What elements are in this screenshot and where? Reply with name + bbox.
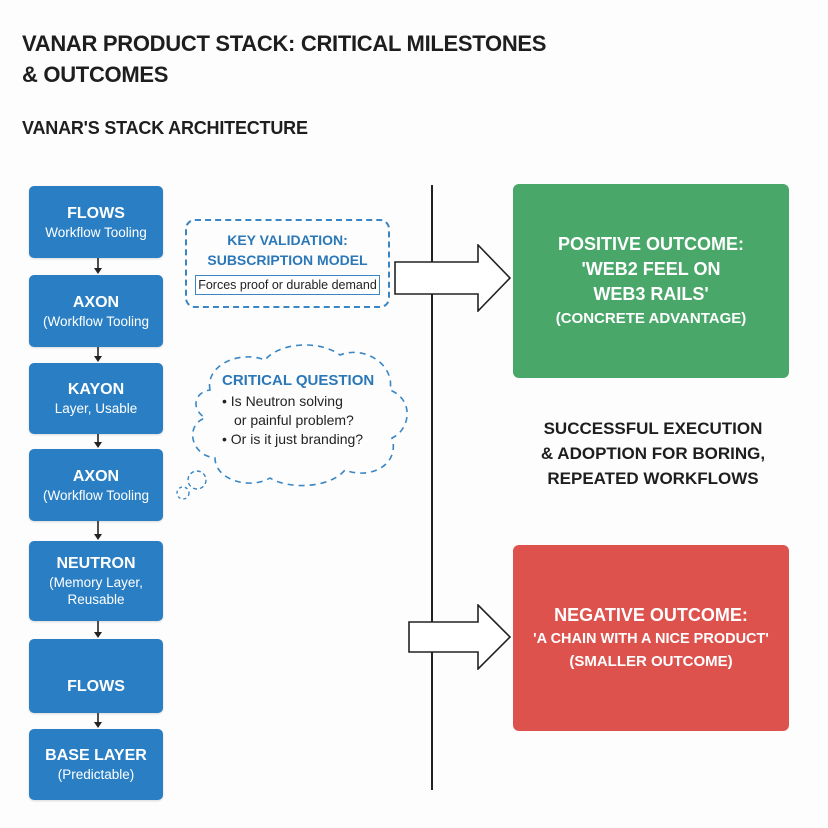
validation-title-2: SUBSCRIPTION MODEL (207, 252, 368, 268)
title-line-2: & OUTCOMES (22, 62, 169, 87)
stack-box-neutron: NEUTRON (Memory Layer, Reusable (29, 541, 163, 621)
stack-box-kayon: KAYON Layer, Usable (29, 363, 163, 434)
negative-outcome-quote: 'A CHAIN WITH A NICE PRODUCT' (533, 631, 769, 647)
stack-box-desc: Layer, Usable (54, 401, 138, 416)
section-subtitle: VANAR'S STACK ARCHITECTURE (22, 118, 308, 138)
down-arrow-icon (94, 347, 102, 362)
thought-bubble-dot (187, 470, 207, 490)
stack-box-desc: (Predictable) (57, 767, 135, 782)
critical-question-title: CRITICAL QUESTION (222, 372, 375, 389)
negative-outcome-box: NEGATIVE OUTCOME: 'A CHAIN WITH A NICE P… (513, 545, 789, 731)
down-arrow-icon (94, 521, 102, 540)
key-validation-callout: KEY VALIDATION: SUBSCRIPTION MODEL Force… (185, 219, 390, 308)
stack-box-desc: (Memory Layer, (49, 575, 143, 590)
down-arrow-icon (94, 258, 102, 274)
stack-box-name: AXON (72, 293, 120, 311)
stack-box-base-layer: BASE LAYER (Predictable) (29, 729, 163, 800)
stack-box-name: NEUTRON (56, 555, 136, 572)
right-block-arrow-icon (394, 244, 512, 312)
stack-box-name: AXON (72, 467, 120, 485)
bullet-text-cont: or painful problem? (234, 412, 354, 428)
positive-outcome-title: POSITIVE OUTCOME: (557, 233, 744, 254)
stack-box-name: BASE LAYER (45, 747, 147, 764)
thought-bubble-dot (176, 486, 190, 500)
down-arrow-icon (94, 621, 102, 638)
validation-body: Forces proof or durable demand (195, 275, 380, 295)
stack-box-desc-2: Reusable (67, 592, 125, 607)
stack-box-flows-2: FLOWS (29, 639, 163, 713)
vertical-divider (431, 185, 433, 790)
thought-cloud-shape (176, 344, 408, 500)
execution-line-1: SUCCESSFUL EXECUTION (543, 419, 763, 438)
stack-box-axon: AXON (Workflow Tooling (29, 275, 163, 347)
stack-box-axon-2: AXON (Workflow Tooling (29, 449, 163, 521)
bullet-text: Or is it just branding? (230, 431, 364, 447)
question-bullet: • Or is it just branding? (222, 431, 364, 447)
execution-condition-text: SUCCESSFUL EXECUTION & ADOPTION FOR BORI… (528, 416, 778, 491)
bullet-text: Is Neutron solving (230, 393, 343, 409)
stack-box-name: FLOWS (67, 678, 125, 695)
stack-box-name: FLOWS (67, 204, 125, 222)
title-line-1: VANAR PRODUCT STACK: CRITICAL MILESTONES (22, 31, 547, 56)
positive-outcome-box: POSITIVE OUTCOME: 'WEB2 FEEL ON WEB3 RAI… (513, 184, 789, 378)
negative-outcome-note: (SMALLER OUTCOME) (569, 653, 733, 670)
down-arrow-icon (94, 713, 102, 728)
positive-outcome-quote-2: WEB3 RAILS' (593, 283, 709, 304)
negative-outcome-title: NEGATIVE OUTCOME: (554, 605, 748, 625)
positive-outcome-quote-1: 'WEB2 FEEL ON (581, 258, 721, 279)
positive-outcome-note: (CONCRETE ADVANTAGE) (555, 309, 747, 327)
execution-line-3: REPEATED WORKFLOWS (547, 469, 759, 488)
stack-box-desc: (Workflow Tooling (42, 487, 150, 503)
page-title: VANAR PRODUCT STACK: CRITICAL MILESTONES… (22, 28, 622, 90)
stack-box-name: KAYON (67, 381, 125, 398)
down-arrow-icon (94, 434, 102, 448)
validation-title-1: KEY VALIDATION: (227, 232, 348, 248)
right-block-arrow-icon (408, 604, 512, 670)
stack-box-desc: Workflow Tooling (45, 224, 147, 240)
stack-box-flows: FLOWS Workflow Tooling (29, 186, 163, 258)
stack-box-desc: (Workflow Tooling (42, 313, 150, 329)
critical-question-callout: CRITICAL QUESTION • Is Neutron solving o… (222, 372, 402, 449)
execution-line-2: & ADOPTION FOR BORING, (540, 444, 766, 463)
question-bullet: • Is Neutron solving (222, 393, 343, 409)
